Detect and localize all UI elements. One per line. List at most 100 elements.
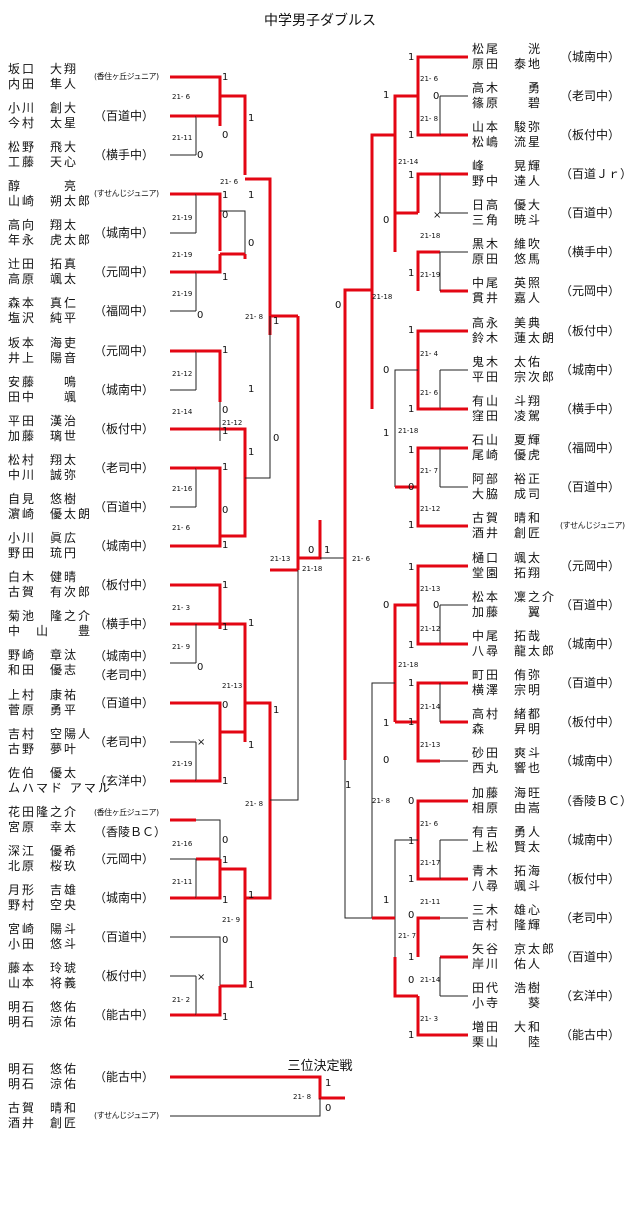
result-mark: 0: [433, 91, 440, 102]
result-mark: 1: [345, 780, 352, 791]
left-entry: 高向 翔太年永 虎太郎: [8, 218, 92, 248]
player-name: 森 昇明: [472, 722, 543, 736]
player-name: 野崎 章汰: [8, 648, 79, 662]
score-label: 21-11: [172, 878, 193, 886]
left-entry: 自見 悠樹濵崎 優太朗: [8, 492, 92, 522]
player-name: 尾崎 優虎: [472, 448, 543, 462]
bracket-line: [416, 250, 440, 291]
player-name: 松村 翔太: [8, 453, 79, 467]
result-mark: 1: [324, 545, 331, 556]
right-entry: 高永 美典鈴木 蓮太朗: [472, 316, 556, 346]
result-mark: 0: [408, 975, 415, 986]
team-name: （百道中）: [560, 206, 621, 220]
result-mark: 1: [248, 980, 255, 991]
result-mark: 1: [248, 447, 255, 458]
result-mark: 0: [383, 600, 390, 611]
bracket-line: [416, 564, 440, 605]
player-name: 松尾 洸: [472, 42, 543, 56]
score-label: 21- 6: [420, 389, 439, 397]
team-name: （老司中）: [560, 911, 621, 925]
player-name: 花田隆之介: [8, 805, 79, 819]
player-name: 内田 隼人: [8, 77, 79, 91]
bracket-line: [416, 840, 440, 881]
bracket-line: [371, 682, 395, 918]
score-label: 21-13: [270, 555, 291, 563]
team-name: （横手中）: [560, 245, 621, 259]
result-mark: 1: [408, 717, 415, 728]
score-label: 21- 8: [245, 800, 264, 808]
bracket-line: [196, 819, 221, 869]
player-name: 八尋 颯斗: [472, 879, 543, 893]
team-name: （能古中）: [94, 1008, 155, 1022]
team-name: （板付中）: [94, 969, 155, 983]
score-label: 21-12: [420, 505, 441, 513]
page-title: 中学男子ダブルス: [264, 13, 376, 29]
right-entry: 高木 勇篠原 碧: [472, 81, 542, 111]
player-name: 小川 創大: [8, 101, 79, 115]
score-label: 21- 3: [172, 604, 191, 612]
score-label: 21-19: [172, 214, 193, 222]
player-name: 西丸 響也: [472, 761, 543, 775]
player-name: 今村 太星: [8, 116, 79, 130]
score-label: 21- 8: [420, 115, 439, 123]
result-mark: ×: [433, 210, 442, 221]
score-label: 21- 6: [220, 178, 239, 186]
third-entry: 明石 悠佑明石 涼佑: [8, 1062, 78, 1092]
player-name: 宮原 幸太: [8, 820, 79, 834]
score-label: 21- 9: [222, 916, 241, 924]
player-name: 増田 大和: [472, 1020, 543, 1034]
team-name: (香住ヶ丘ジュニア): [94, 808, 159, 817]
team-name: （香陵ＢＣ）: [560, 794, 633, 808]
bracket-line: [196, 466, 222, 522]
player-name: 辻田 拓真: [8, 257, 79, 271]
player-name: 高永 美典: [472, 316, 543, 330]
result-mark: 1: [408, 170, 415, 181]
result-mark: 1: [222, 272, 229, 283]
right-entry: 矢谷 京太郎岸川 佑人: [472, 942, 556, 972]
right-entry: 阿部 裕正大脇 成司: [472, 472, 542, 502]
team-name: （能古中）: [94, 1070, 155, 1084]
player-name: 有山 斗翔: [472, 394, 543, 408]
result-mark: 1: [408, 130, 415, 141]
player-name: 矢谷 京太郎: [472, 942, 557, 956]
bracket-line: [416, 799, 440, 840]
left-entry: 月形 吉雄野村 空央: [8, 883, 78, 913]
player-name: 窪田 凌駕: [472, 409, 543, 423]
bracket-line: [196, 349, 222, 402]
player-name: 堂園 拓翔: [472, 566, 543, 580]
bracket-line: [196, 986, 222, 1017]
score-label: 21- 7: [398, 932, 417, 940]
bracket-line: [416, 55, 468, 96]
bracket-line: [268, 179, 298, 318]
player-name: 明石 涼佑: [8, 1015, 79, 1029]
bracket-line: [196, 522, 222, 548]
result-mark: 1: [408, 678, 415, 689]
player-name: 野中 達人: [472, 174, 543, 188]
team-name: （玄洋中）: [94, 774, 155, 788]
team-name: （城南中）: [94, 539, 155, 553]
right-entry: 山本 駿弥松嶋 流星: [472, 120, 542, 150]
team-name: （城南中）: [560, 363, 621, 377]
right-entry: 増田 大和栗山 陸: [472, 1020, 542, 1050]
score-label: 21-18: [420, 232, 441, 240]
bracket-line: [416, 996, 440, 1037]
result-mark: 0: [222, 935, 229, 946]
player-name: 中川 誠弥: [8, 468, 79, 482]
player-name: 小川 眞広: [8, 531, 79, 545]
bracket-line: [416, 722, 440, 763]
result-mark: 1: [408, 1030, 415, 1041]
player-name: 貫井 嘉人: [472, 291, 543, 305]
player-name: 森本 真仁: [8, 296, 79, 310]
player-name: 上村 康祐: [8, 688, 79, 702]
bracket-line: [196, 583, 222, 629]
player-name: 松本 凜之介: [472, 590, 557, 604]
score-label: 21-14: [420, 976, 441, 984]
team-name: （老司中）: [94, 735, 155, 749]
player-name: 高向 翔太: [8, 218, 79, 232]
score-label: 21- 4: [420, 350, 439, 358]
bracket-line: [416, 916, 440, 957]
result-mark: ×: [197, 972, 206, 983]
player-name: 酒井 創匠: [472, 526, 543, 540]
result-mark: 0: [335, 300, 342, 311]
left-entry: 辻田 拓真高原 颯太: [8, 257, 78, 287]
